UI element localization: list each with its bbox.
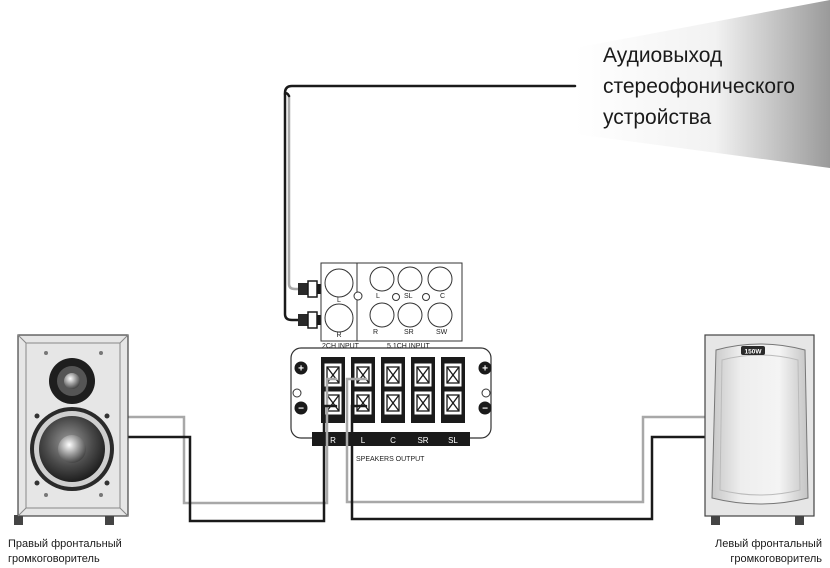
input-51-SL-label: SL (404, 293, 413, 300)
channel-label-l: L (361, 436, 366, 445)
input-2ch-left-label: L (337, 297, 341, 304)
terminal-column-l (351, 357, 375, 423)
right-speaker-label-line2: громкоговоритель (8, 553, 100, 565)
left-speaker-label-line2: громкоговоритель (730, 553, 822, 565)
input-51ch-caption: 5.1CH INPUT (387, 343, 431, 350)
source-cable (283, 84, 577, 322)
plus-terminal-right: + (478, 361, 492, 375)
terminal-column-sr (411, 357, 435, 423)
input-51-SR-label: SR (404, 329, 414, 336)
speakers-output-caption: SPEAKERS OUTPUT (356, 456, 425, 463)
input-2ch-panel: L R 2CH INPUT (320, 262, 360, 350)
woofer-icon (30, 407, 114, 491)
terminal-column-sl (441, 357, 465, 423)
channel-label-sl: SL (448, 436, 458, 445)
svg-text:+: + (482, 364, 488, 375)
right-front-speaker: Правый фронтальный громкоговоритель (8, 334, 129, 565)
input-2ch-right-label: R (336, 332, 341, 339)
channel-label-r: R (330, 436, 336, 445)
audio-source-block: Аудиовыход стереофонического устройства (575, 0, 830, 168)
left-speaker-label-line1: Левый фронтальный (715, 538, 822, 550)
input-51-L-label: L (376, 293, 380, 300)
source-label-line1: Аудиовыход (603, 44, 722, 67)
source-label-line3: устройства (603, 106, 712, 129)
channel-labels: R L C SR SL (330, 436, 458, 445)
input-2ch-caption: 2CH INPUT (322, 343, 360, 350)
minus-terminal-left: − (294, 401, 308, 415)
input-51-R-label: R (373, 329, 378, 336)
power-badge: 150W (741, 346, 765, 356)
terminal-columns (321, 357, 465, 423)
channel-label-sr: SR (417, 436, 428, 445)
input-51ch-panel: L SL C R SR SW 5.1CH INPUT (353, 262, 463, 350)
svg-text:−: − (298, 404, 304, 415)
terminal-column-c (381, 357, 405, 423)
svg-text:−: − (482, 404, 488, 415)
svg-text:150W: 150W (745, 349, 763, 356)
left-front-speaker: 150W Левый фронтальный громкоговоритель (704, 334, 822, 565)
source-label-line2: стереофонического (603, 75, 795, 98)
input-51-C-label: C (440, 293, 445, 300)
speaker-cables (125, 377, 707, 523)
minus-terminal-right: − (478, 401, 492, 415)
channel-label-c: C (390, 436, 396, 445)
speaker-terminal-panel: + − + − R L C SR SL SPEAKERS OUTPUT (290, 347, 492, 463)
input-51-SW-label: SW (436, 329, 448, 336)
plus-terminal-left: + (294, 361, 308, 375)
right-speaker-label-line1: Правый фронтальный (8, 538, 122, 550)
svg-text:+: + (298, 364, 304, 375)
tweeter-icon (49, 358, 95, 404)
